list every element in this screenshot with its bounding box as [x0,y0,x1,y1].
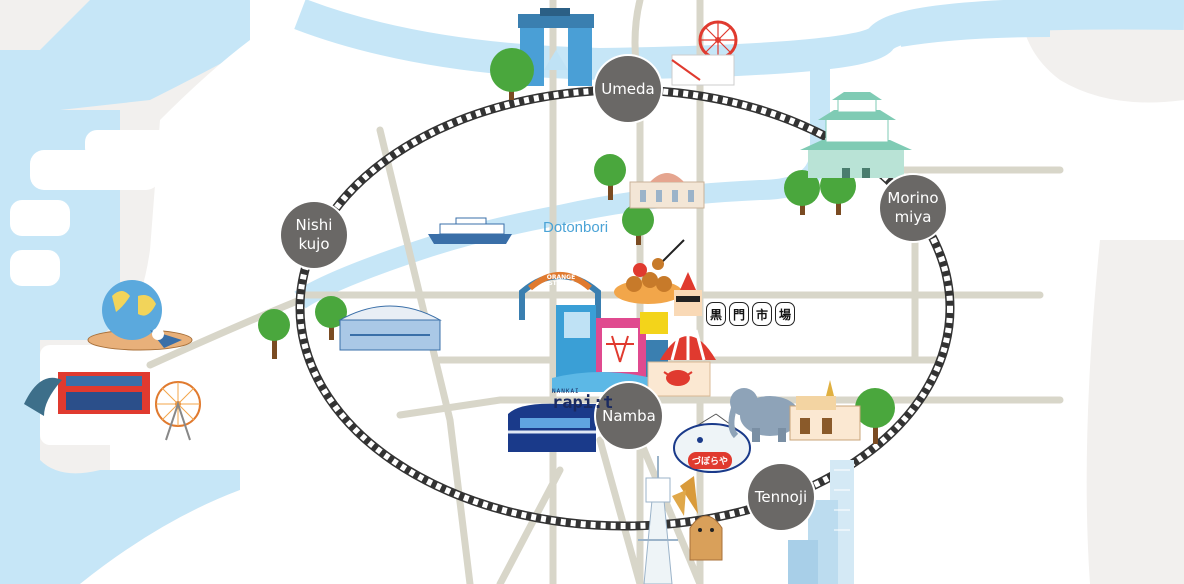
tree-icon [258,309,290,359]
zoo-building-icon[interactable] [789,380,861,441]
glico-billboard-icon[interactable] [552,305,668,392]
osaka-bay-water [0,0,300,160]
kuromon-lantern: 市 [752,302,772,326]
yodo-river [294,0,1184,81]
bay-water-south [0,330,240,584]
zuboraya-sign: づぼらや [688,452,733,469]
tree-icon [855,388,895,444]
station-tennoji[interactable]: Tennoji [748,464,814,530]
land-patch-e [1086,240,1184,584]
kuromon-market-lanterns[interactable]: 黒 門 市 場 [706,302,795,326]
osaka-castle-icon[interactable] [800,92,912,178]
rapit-logo: NANKAI rapi:t [552,388,613,413]
station-label: Umeda [601,79,655,98]
station-umeda[interactable]: Umeda [595,56,661,122]
billiken-icon[interactable] [689,515,723,561]
station-namba[interactable]: Namba [596,383,662,449]
tree-icon [784,170,820,215]
kuromon-lantern: 門 [729,302,749,326]
pier-4 [10,250,60,286]
rapit-train-icon[interactable] [508,403,596,452]
river-cruise-boat-icon[interactable] [428,217,512,244]
station-label: Namba [602,406,656,425]
rapit-name: rapi:t [552,393,614,413]
kyocera-dome-icon[interactable] [338,305,442,351]
pier-2 [85,130,205,160]
kushikatsu-icon[interactable] [672,476,698,516]
tempozan-ferris-wheel-icon[interactable] [155,381,201,441]
station-nishikujo[interactable]: Nishi kujo [281,202,347,268]
orange-street-arch-icon[interactable] [519,272,601,320]
kuromon-lantern: 場 [775,302,795,326]
east-canal [898,23,1051,47]
hep-five-ferris-wheel-icon[interactable] [671,20,738,86]
tree-icon [594,154,626,200]
station-morinomiya[interactable]: Morino miya [880,175,946,241]
abeno-harukas-icon[interactable] [788,460,854,584]
land-patch-nw [0,0,90,50]
takoyaki-icon[interactable] [614,239,685,304]
tree-icon [490,48,534,100]
universal-globe-icon[interactable] [87,280,193,351]
kuromon-lantern: 黒 [706,302,726,326]
dotonbori-river-label: Dotonbori [543,219,609,236]
station-label: Morino miya [887,189,939,226]
tennoji-zoo-elephant-icon[interactable] [728,388,800,442]
kani-doraku-crab-icon[interactable] [647,361,711,397]
station-label: Tennoji [754,487,808,506]
station-label: Nishi kujo [295,216,333,253]
tsutenkaku-tower-icon[interactable] [638,456,678,584]
orange-street-label: ORANGE STREET [546,274,576,287]
pier-3 [10,200,70,236]
rapit-brand: NANKAI [552,388,580,395]
kaiyukan-aquarium-icon[interactable] [24,372,150,416]
kuidaore-taro-icon[interactable] [660,272,716,361]
central-public-hall-icon[interactable] [629,173,705,209]
okawa-river [294,40,830,309]
tree-icon [622,204,654,245]
